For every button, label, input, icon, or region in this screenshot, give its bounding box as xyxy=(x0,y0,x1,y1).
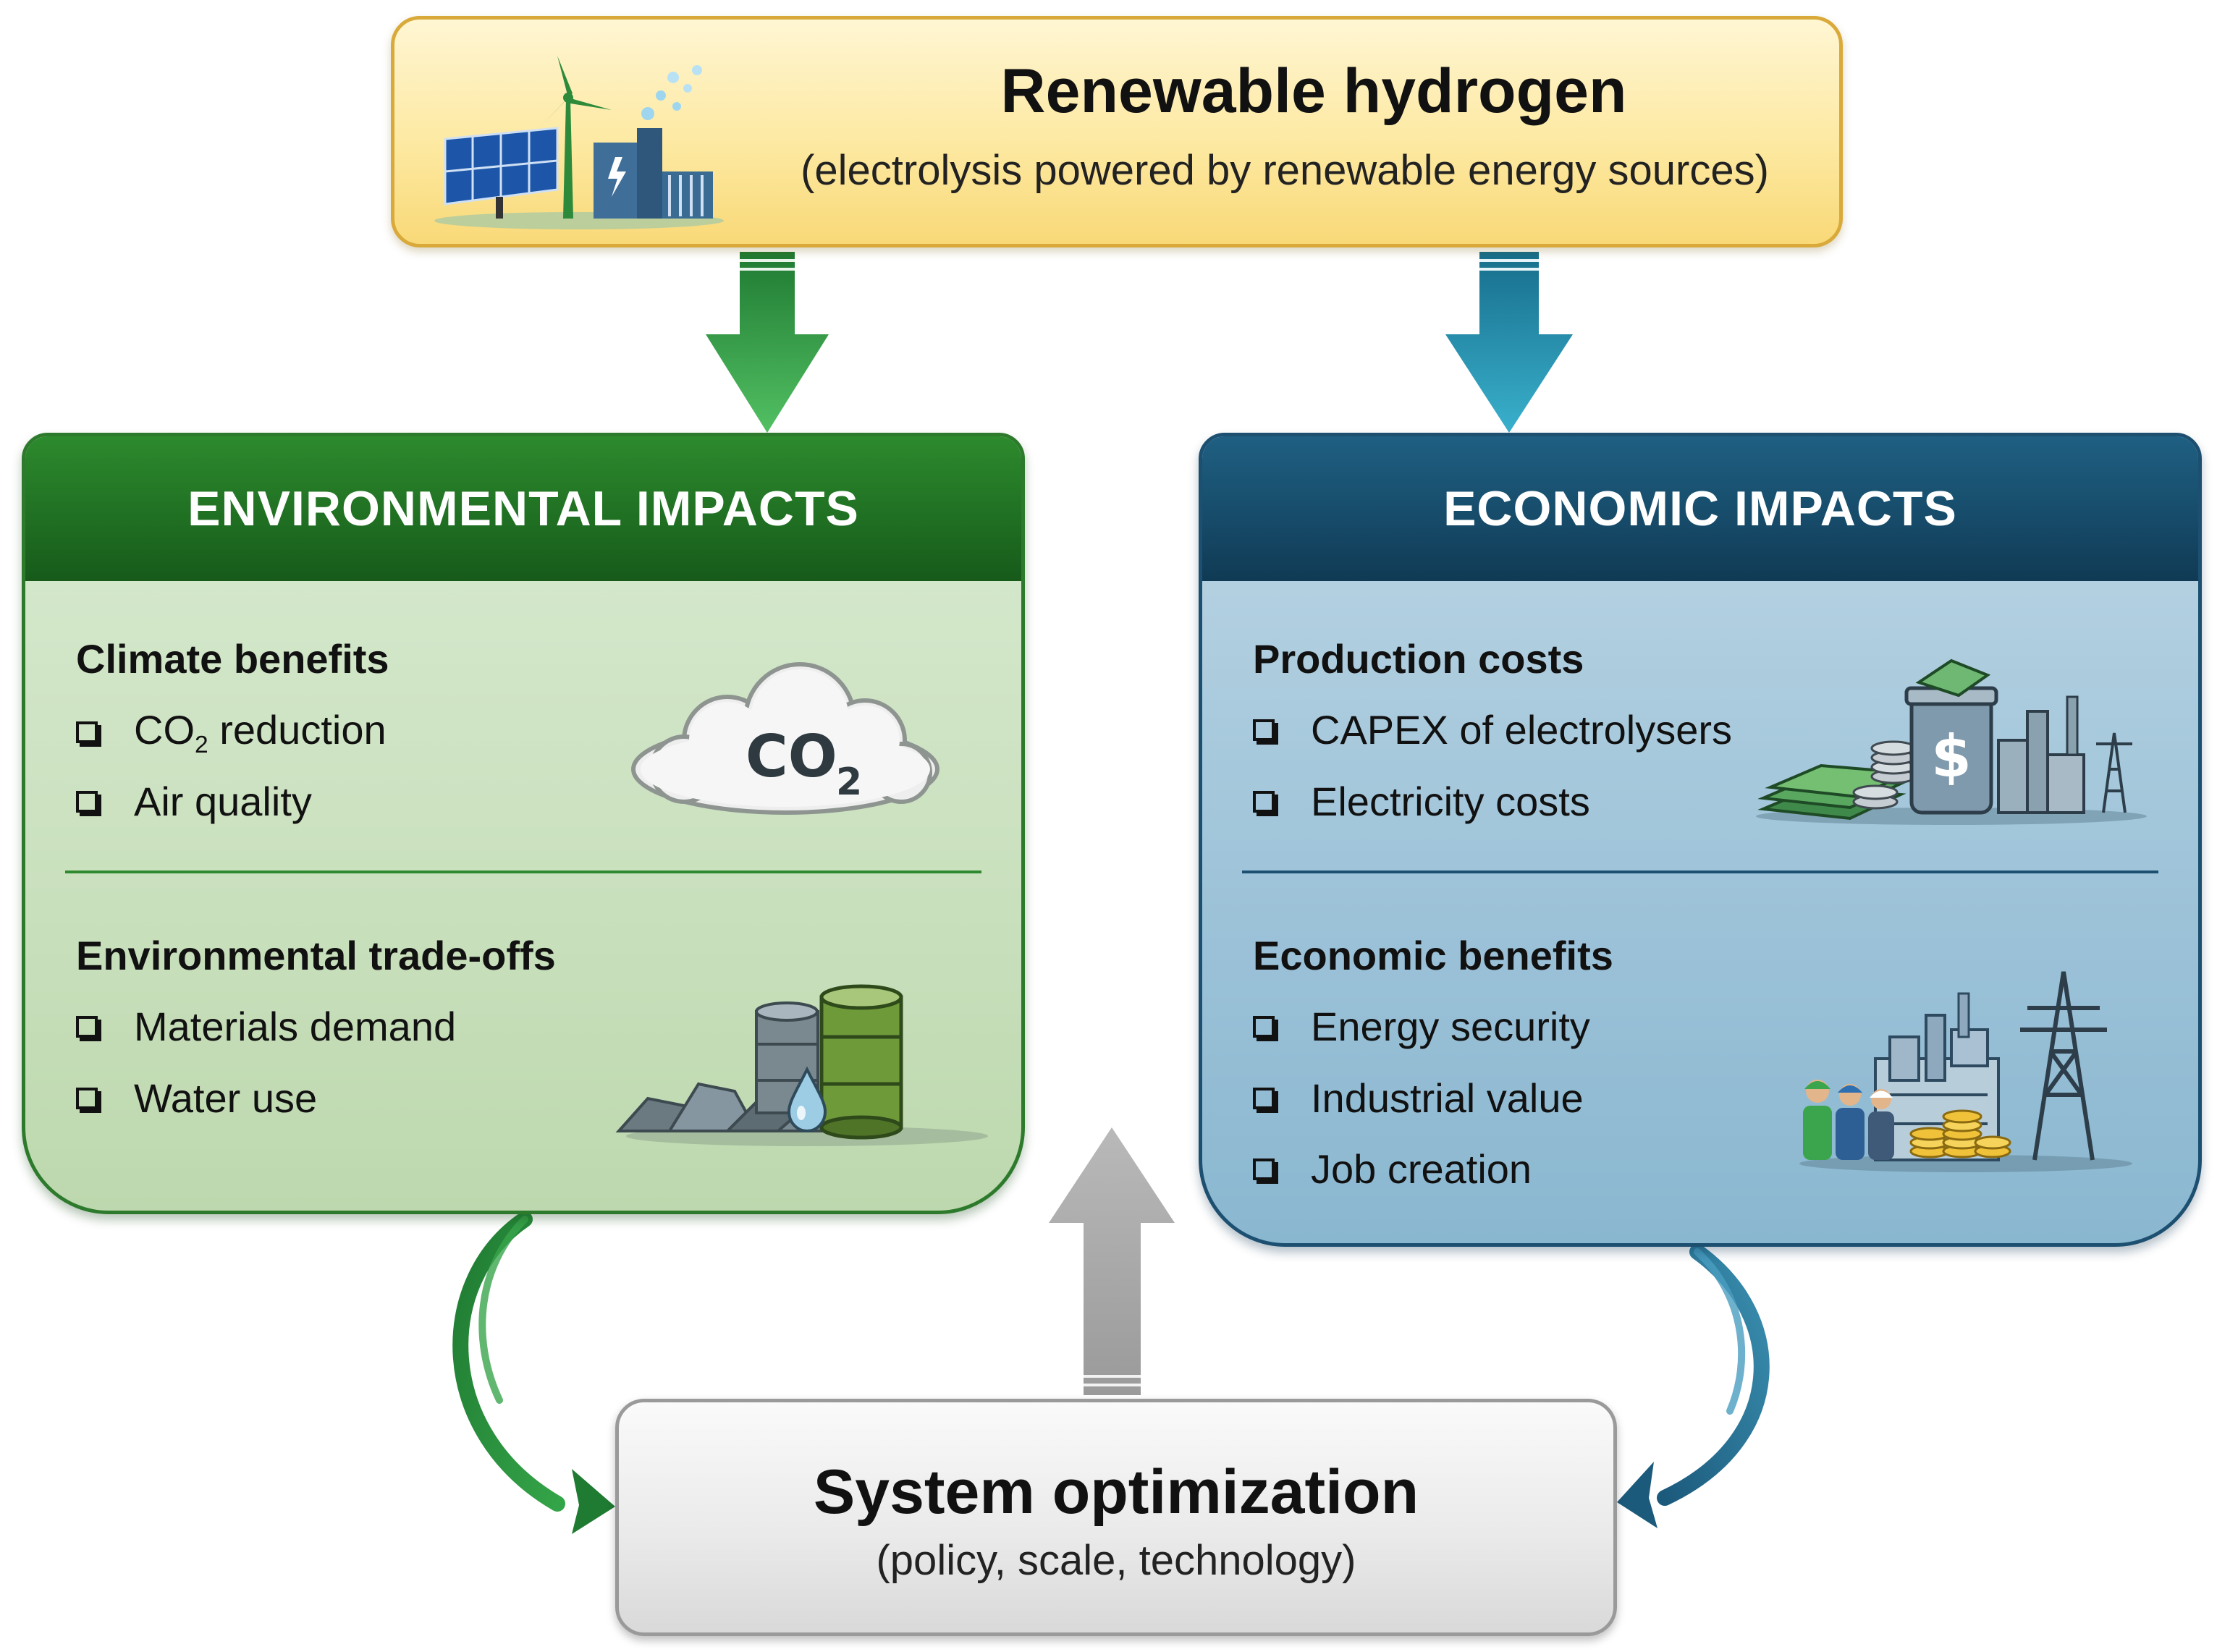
arrow-curve-blue xyxy=(1617,1244,1770,1528)
arrow-up-gray xyxy=(1049,1127,1175,1395)
top-title: Renewable hydrogen xyxy=(1000,56,1627,126)
section-title-economic-benefits: Economic benefits xyxy=(1253,933,1613,978)
renewable-hydrogen-box: Renewable hydrogen (electrolysis powered… xyxy=(391,16,1843,247)
air-quality-label: Air quality xyxy=(134,779,312,824)
co2-cloud-icon: CO 2 xyxy=(631,662,939,815)
arrow-down-blue xyxy=(1445,252,1573,433)
economic-impacts-panel: ECONOMIC IMPACTS Production costs CAPEX … xyxy=(1199,433,2202,1247)
list-item-capex: CAPEX of electrolysers xyxy=(1253,706,1732,753)
materials-water-icon xyxy=(615,984,988,1146)
section-title-environmental-tradeoffs: Environmental trade-offs xyxy=(76,933,556,978)
bottom-subtitle: (policy, scale, technology) xyxy=(876,1537,1356,1584)
top-subtitle: (electrolysis powered by renewable energ… xyxy=(801,147,1769,194)
list-item-water-use: Water use xyxy=(76,1075,317,1122)
economic-impacts-header: ECONOMIC IMPACTS xyxy=(1202,436,2198,581)
list-item-materials-demand: Materials demand xyxy=(76,1003,456,1050)
capex-label: CAPEX of electrolysers xyxy=(1311,707,1732,753)
section-title-climate-benefits: Climate benefits xyxy=(76,636,389,682)
industry-workers-icon xyxy=(1799,971,2132,1172)
job-creation-label: Job creation xyxy=(1311,1146,1532,1192)
checkbox-icon xyxy=(1253,719,1275,741)
dollar-symbol: $ xyxy=(1931,723,1972,790)
water-use-label: Water use xyxy=(134,1075,318,1121)
cloud-co2-text: CO xyxy=(746,723,837,790)
list-item-job-creation: Job creation xyxy=(1253,1145,1532,1193)
money-industry-icon: $ xyxy=(1756,658,2147,825)
bottom-title: System optimization xyxy=(813,1457,1419,1527)
arrow-down-green xyxy=(706,252,829,433)
checkbox-icon xyxy=(76,1015,98,1038)
checkbox-icon xyxy=(1253,1087,1275,1109)
checkbox-icon xyxy=(76,790,98,813)
list-item-energy-security: Energy security xyxy=(1253,1003,1590,1050)
cloud-co2-subscript: 2 xyxy=(836,761,862,804)
environmental-impacts-panel: ENVIRONMENTAL IMPACTS Climate benefits C… xyxy=(22,433,1025,1214)
co2-reduction-label: CO2 reduction xyxy=(134,707,387,758)
checkbox-icon xyxy=(1253,1158,1275,1180)
list-item-co2-reduction: CO2 reduction xyxy=(76,706,387,759)
checkbox-icon xyxy=(1253,790,1275,813)
list-item-air-quality: Air quality xyxy=(76,778,312,825)
renewable-energy-plant-icon xyxy=(434,56,724,229)
section-title-production-costs: Production costs xyxy=(1253,636,1584,682)
section-divider xyxy=(1242,871,2158,873)
materials-demand-label: Materials demand xyxy=(134,1004,457,1049)
checkbox-icon xyxy=(76,721,98,744)
system-optimization-box: System optimization (policy, scale, tech… xyxy=(615,1399,1617,1636)
environmental-impacts-header: ENVIRONMENTAL IMPACTS xyxy=(25,436,1021,581)
list-item-electricity-costs: Electricity costs xyxy=(1253,778,1590,825)
industrial-value-label: Industrial value xyxy=(1311,1075,1584,1121)
section-divider xyxy=(65,871,981,873)
energy-security-label: Energy security xyxy=(1311,1004,1590,1049)
electricity-costs-label: Electricity costs xyxy=(1311,779,1590,824)
checkbox-icon xyxy=(1253,1015,1275,1038)
list-item-industrial-value: Industrial value xyxy=(1253,1075,1584,1122)
arrow-curve-green xyxy=(452,1211,615,1534)
checkbox-icon xyxy=(76,1087,98,1109)
